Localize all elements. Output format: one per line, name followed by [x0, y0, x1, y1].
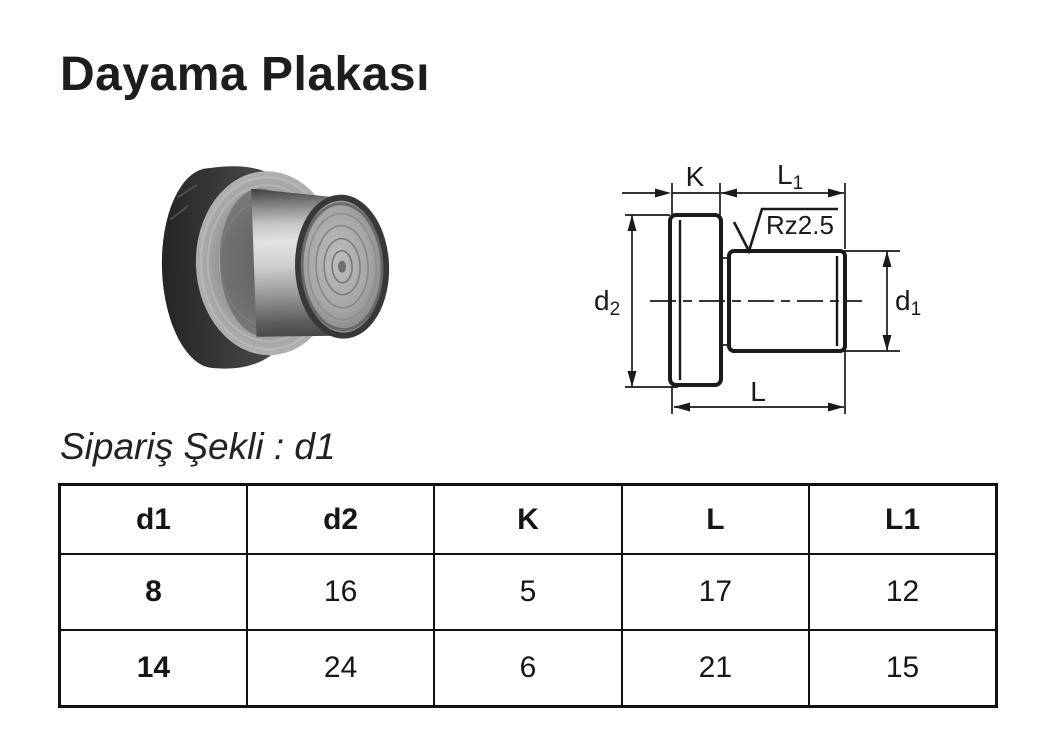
page-title: Dayama Plakası	[60, 48, 430, 101]
cell-k: 6	[433, 629, 623, 708]
technical-drawing: Rz2.5 K L1 d2 d1 L	[594, 159, 921, 414]
part-outline	[668, 213, 847, 387]
cell-k: 5	[433, 553, 623, 631]
label-k: K	[686, 161, 705, 192]
extension-lines	[625, 183, 900, 414]
header-cell-k: K	[433, 483, 623, 555]
dimension-d1	[882, 251, 892, 351]
dimension-table: d1 d2 K L L1 8 16 5 17 12 14 24 6 21 15	[58, 483, 998, 708]
roughness-value: Rz2.5	[766, 210, 834, 240]
header-cell-l1: L1	[808, 483, 998, 555]
cell-l: 17	[620, 553, 811, 631]
cell-l1: 15	[808, 629, 998, 708]
header-cell-d1: d1	[58, 483, 248, 555]
table-row: 14 24 6 21 15	[58, 629, 998, 708]
table-row: 8 16 5 17 12	[58, 553, 998, 631]
cell-d1: 8	[58, 553, 248, 631]
dimension-l1	[721, 188, 844, 198]
label-l: L	[750, 376, 766, 407]
label-d2: d2	[594, 285, 620, 320]
surface-roughness-symbol: Rz2.5	[732, 207, 838, 255]
label-d1: d1	[895, 285, 921, 320]
cell-l1: 12	[808, 553, 998, 631]
cell-d2: 24	[245, 629, 436, 708]
label-l1: L1	[777, 159, 803, 194]
stop-plate-part	[161, 166, 390, 369]
header-cell-l: L	[620, 483, 811, 555]
cell-l: 21	[620, 629, 811, 708]
table-header-row: d1 d2 K L L1	[58, 483, 998, 555]
product-photo	[161, 166, 390, 369]
dimension-l	[674, 402, 844, 412]
dimension-d2	[627, 215, 637, 387]
cell-d2: 16	[245, 553, 436, 631]
dimension-k	[622, 188, 720, 198]
flange-outline	[668, 213, 723, 387]
order-note: Sipariş Şekli : d1	[60, 426, 336, 467]
header-cell-d2: d2	[245, 483, 436, 555]
cell-d1: 14	[58, 629, 248, 708]
